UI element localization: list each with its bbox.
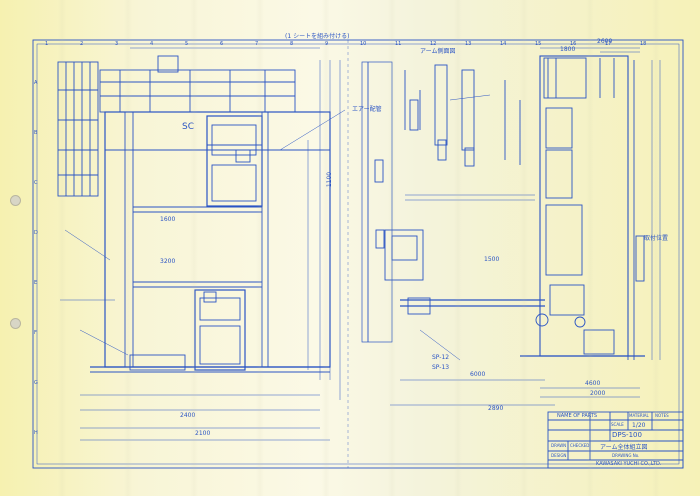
grid-number: 15 — [535, 41, 542, 47]
scale-label: SCALE — [611, 422, 624, 427]
drawing-no-label: DRAWING No. — [612, 453, 640, 458]
grid-number: 6 — [220, 41, 224, 47]
right-side-view — [361, 47, 661, 406]
grid-letter: D — [34, 230, 38, 236]
dim-label: 2000 — [590, 390, 606, 397]
sheet-inner-border — [36, 43, 680, 465]
grid-letter: F — [34, 330, 37, 336]
drawing-title: アーム全体組立図 — [600, 444, 648, 451]
dim-label: 4600 — [585, 380, 601, 387]
right-view-label: アーム側面図 — [420, 48, 456, 55]
dim-label: 2100 — [195, 430, 211, 437]
grid-letter: G — [34, 380, 38, 386]
dim-label: 1500 — [484, 256, 500, 263]
grid-number: 13 — [465, 41, 472, 47]
sheet-border — [32, 39, 684, 469]
grid-letter: A — [34, 80, 38, 86]
name-of-parts-label: NAME OF PARTS — [557, 413, 598, 419]
drawing-number: DPS-100 — [612, 431, 642, 439]
grid-letter: H — [34, 430, 38, 436]
note-label: エアー配管 — [352, 106, 382, 113]
note-label: SP-12 — [432, 354, 450, 361]
grid-number: 7 — [255, 41, 259, 47]
checked-label: CHECKED — [570, 443, 590, 448]
company-name: KAWASAKI YUCHI CO.,LTD. — [596, 461, 662, 467]
grid-number: 1 — [45, 41, 49, 47]
punch-hole-top — [10, 195, 21, 206]
scale-value: 1/20 — [632, 422, 646, 429]
left-view-title: SC — [182, 122, 194, 132]
dim-label: 2400 — [180, 412, 196, 419]
drawn-label: DRAWN — [551, 443, 567, 448]
grid-number: 12 — [430, 41, 437, 47]
grid-letter: B — [34, 130, 38, 136]
grid-number: 18 — [640, 41, 647, 47]
material-label: MATERIAL — [629, 413, 649, 418]
dim-label: 6000 — [470, 371, 486, 378]
dim-label: 1600 — [160, 216, 176, 223]
note-label: 取付位置 — [644, 235, 669, 242]
dim-label: 1100 — [326, 171, 334, 188]
grid-number: 5 — [185, 41, 189, 47]
grid-number: 14 — [500, 41, 507, 47]
design-label: DESIGN — [551, 453, 567, 458]
grid-number: 3 — [115, 41, 119, 47]
note-label: SP-13 — [432, 364, 450, 371]
notes-label: NOTES — [655, 413, 669, 418]
grid-number: 16 — [570, 41, 577, 47]
dim-label: 2600 — [597, 38, 613, 45]
grid-number: 17 — [605, 41, 612, 47]
grid-letter: C — [34, 180, 38, 186]
punch-hole-bottom — [10, 318, 21, 329]
grid-number: 2 — [80, 41, 84, 47]
grid-number: 8 — [290, 41, 294, 47]
dim-label: 3200 — [160, 258, 176, 265]
grid-number: 4 — [150, 41, 154, 47]
left-elevation-view — [57, 47, 346, 441]
dim-label: 2890 — [488, 405, 504, 412]
center-top-note: (1 シートを組み付ける) — [285, 33, 350, 40]
title-block-lines — [547, 411, 684, 469]
grid-number: 10 — [360, 41, 367, 47]
dim-label: 1800 — [560, 46, 576, 53]
grid-number: 9 — [325, 41, 329, 47]
grid-letter: E — [34, 280, 38, 286]
grid-number: 11 — [395, 41, 402, 47]
